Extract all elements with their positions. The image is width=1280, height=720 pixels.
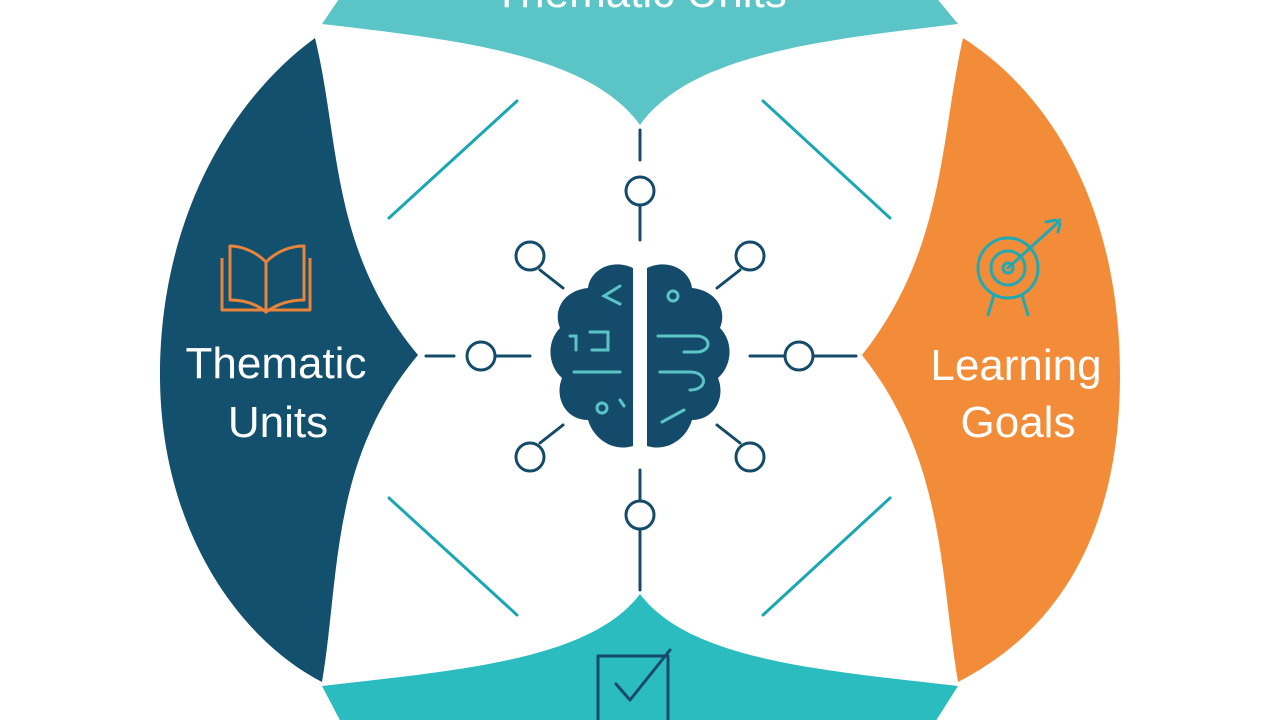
node-lower-right: [734, 441, 766, 473]
trace-right-node: [666, 289, 680, 303]
target-legs: [986, 293, 1030, 317]
brain-circuit-traces: [568, 284, 710, 424]
connector-upper-right: [715, 268, 742, 290]
node-top: [624, 175, 656, 207]
target-inner-ring: [989, 249, 1027, 287]
checkbox-check-icon: [596, 648, 672, 720]
network-nodes: [465, 175, 815, 531]
checkbox-frame: [596, 654, 670, 720]
target-center: [1001, 261, 1015, 275]
target-outer-ring: [976, 236, 1040, 300]
left-panel: [160, 38, 418, 682]
brain-circuit-icon: [550, 264, 730, 448]
node-lower-left: [514, 441, 546, 473]
top-panel-label: Thematic Units: [493, 0, 786, 17]
trace-right-middle: [656, 334, 710, 354]
book-cover: [220, 258, 312, 312]
right-panel: [862, 38, 1120, 682]
connector-lower-right: [715, 423, 742, 445]
diagonal-lines: [387, 99, 892, 617]
open-book-icon: [220, 244, 312, 314]
target-with-arrow-icon: [976, 218, 1062, 317]
brain-left-hemisphere: [550, 264, 633, 448]
node-right: [783, 340, 815, 372]
trace-left-middle: [568, 330, 610, 352]
node-bottom: [624, 499, 656, 531]
diagonal-line-top-right: [761, 99, 892, 220]
connector-upper-left: [538, 268, 565, 290]
trace-left-node: [595, 401, 609, 415]
left-panel-label-line1: Thematic: [186, 339, 367, 388]
node-upper-right: [734, 240, 766, 272]
trace-left-dot: [618, 398, 626, 408]
left-panel-label-line2: Units: [228, 398, 328, 447]
diagonal-line-top-left: [387, 99, 519, 220]
trace-left-upper: [600, 284, 622, 306]
brain-right-hemisphere: [647, 264, 730, 448]
trace-right-bottom: [660, 408, 686, 424]
node-upper-left: [514, 240, 546, 272]
target-arrow-feathers: [1044, 218, 1062, 234]
checkbox-check: [614, 648, 672, 702]
network-connectors: [424, 128, 858, 592]
book-right-page: [264, 244, 306, 314]
connector-lower-left: [538, 423, 565, 445]
right-panel-label-line2: Goals: [961, 398, 1076, 447]
trace-right-lower: [658, 370, 705, 392]
target-arrow-shaft: [1006, 226, 1054, 270]
top-panel: [322, 0, 958, 125]
right-panel-label-line1: Learning: [930, 341, 1101, 390]
book-left-page: [228, 244, 268, 314]
diagonal-line-bottom-right: [761, 496, 892, 617]
node-left: [465, 340, 497, 372]
diagonal-line-bottom-left: [387, 496, 519, 617]
